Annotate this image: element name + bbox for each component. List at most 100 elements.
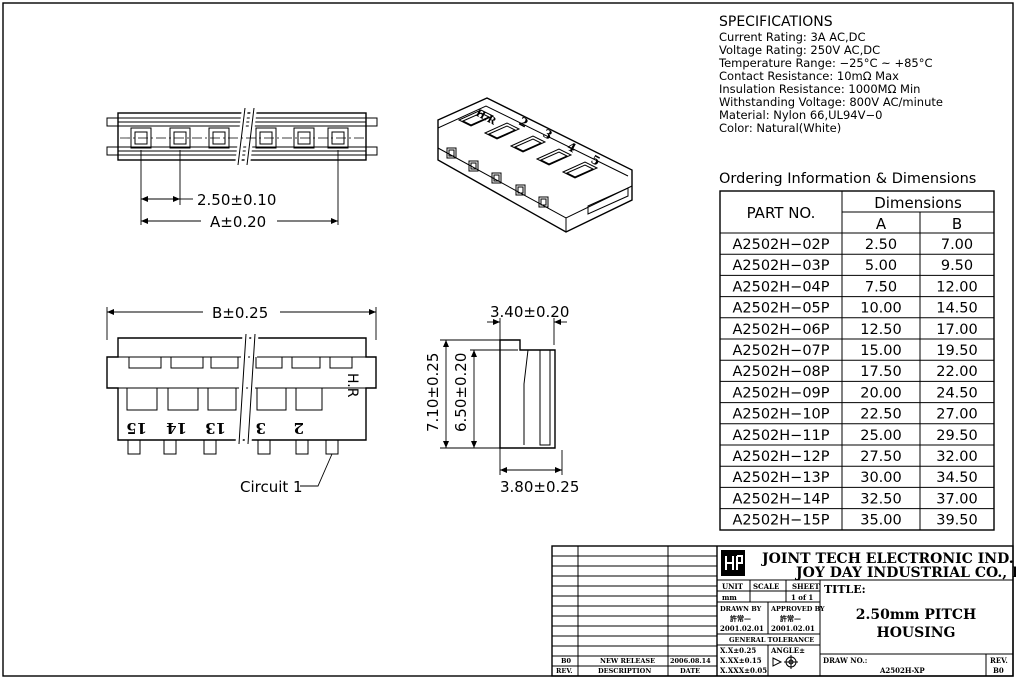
ordering-heading: Ordering Information & Dimensions xyxy=(719,171,976,187)
spec-line: Temperature Range: −25°C ~ +85°C xyxy=(718,56,933,70)
drawing-title-line2: HOUSING xyxy=(876,625,955,641)
drawn-by-label: DRAWN BY xyxy=(720,605,762,613)
table-cell-part: A2502H−08P xyxy=(732,364,829,380)
specifications-block: SPECIFICATIONS Current Rating: 3A AC,DC … xyxy=(718,14,943,135)
table-cell-part: A2502H−12P xyxy=(732,449,829,465)
drawn-date: 2001.02.01 xyxy=(720,624,764,633)
table-cell-part: A2502H−13P xyxy=(732,470,829,486)
iso-label-3: 3 xyxy=(541,126,555,142)
table-cell-b: 39.50 xyxy=(936,513,978,529)
table-cell-a: 5.00 xyxy=(865,258,897,274)
revision-header-date: DATE xyxy=(680,667,700,675)
b-dimension: B±0.25 xyxy=(212,304,268,322)
unit-label: UNIT xyxy=(722,582,744,591)
approved-date: 2001.02.01 xyxy=(771,624,815,633)
col-a: A xyxy=(876,215,887,233)
pin-label-3: 3 xyxy=(256,419,266,437)
table-cell-b: 14.50 xyxy=(936,301,978,317)
col-dimensions: Dimensions xyxy=(874,194,962,212)
table-cell-b: 19.50 xyxy=(936,343,978,359)
side-view xyxy=(440,318,567,475)
bottom-dimension: 3.80±0.25 xyxy=(500,478,579,496)
top-view xyxy=(106,107,378,225)
scale-label: SCALE xyxy=(753,582,779,591)
inner-height-dimension: 6.50±0.20 xyxy=(452,353,470,432)
sheet-label: SHEET xyxy=(792,582,820,591)
isometric-view xyxy=(437,97,633,233)
tolerance-label: GENERAL TOLERANCE xyxy=(729,636,814,644)
total-height-dimension: 7.10±0.25 xyxy=(424,353,442,432)
table-cell-a: 30.00 xyxy=(860,470,902,486)
spec-line: Insulation Resistance: 1000MΩ Min xyxy=(719,82,920,96)
title-label: TITLE: xyxy=(824,583,866,596)
table-cell-b: 34.50 xyxy=(936,470,978,486)
company-name-2: JOY DAY INDUSTRIAL CO., LTD. xyxy=(794,565,1016,581)
hr-mark: H.R xyxy=(344,373,360,398)
pin-label-15: 15 xyxy=(126,419,147,437)
revision-header-rev: REV. xyxy=(556,667,573,675)
table-cell-part: A2502H−07P xyxy=(732,343,829,359)
table-cell-a: 32.50 xyxy=(860,491,902,507)
sheet-value: 1 of 1 xyxy=(791,593,813,602)
approved-by-name: 許常— xyxy=(780,614,801,623)
table-cell-part: A2502H−06P xyxy=(732,322,829,338)
table-cell-a: 27.50 xyxy=(860,449,902,465)
pin-label-13: 13 xyxy=(205,419,226,437)
depth-dimension: 3.40±0.20 xyxy=(490,303,569,321)
table-cell-b: 12.00 xyxy=(936,279,978,295)
table-cell-a: 7.50 xyxy=(865,279,897,295)
company-name-1: JOINT TECH ELECTRONIC IND. CO., LTD. xyxy=(760,551,1016,567)
spec-line: Voltage Rating: 250V AC,DC xyxy=(719,43,880,57)
spec-line: Color: Natural(White) xyxy=(719,121,841,135)
table-cell-a: 2.50 xyxy=(865,237,897,253)
table-cell-a: 35.00 xyxy=(860,513,902,529)
draw-no-label: DRAW NO.: xyxy=(823,656,867,665)
approved-by-label: APPROVED BY xyxy=(770,605,825,613)
spec-heading: SPECIFICATIONS xyxy=(719,14,833,30)
table-cell-b: 37.00 xyxy=(936,491,978,507)
angle-label: ANGLE± xyxy=(770,646,805,655)
table-cell-part: A2502H−11P xyxy=(732,428,829,444)
table-cell-b: 27.00 xyxy=(936,407,978,423)
table-cell-b: 17.00 xyxy=(936,322,978,338)
table-cell-a: 12.50 xyxy=(860,322,902,338)
pin-label-14: 14 xyxy=(166,419,187,437)
table-cell-a: 17.50 xyxy=(860,364,902,380)
spec-line: Withstanding Voltage: 800V AC/minute xyxy=(719,95,943,109)
table-cell-part: A2502H−03P xyxy=(732,258,829,274)
rev-label: REV. xyxy=(990,656,1008,665)
draw-no-value: A2502H-XP xyxy=(879,666,925,675)
table-cell-a: 25.00 xyxy=(860,428,902,444)
table-cell-b: 22.00 xyxy=(936,364,978,380)
spec-line: Contact Resistance: 10mΩ Max xyxy=(719,69,899,83)
table-cell-b: 32.00 xyxy=(936,449,978,465)
title-block xyxy=(551,545,1014,677)
col-part-no: PART NO. xyxy=(747,204,816,222)
table-cell-b: 9.50 xyxy=(941,258,973,274)
revision-entry-desc: NEW RELEASE xyxy=(600,657,655,665)
iso-label-hr: H.R xyxy=(474,108,499,128)
iso-label-5: 5 xyxy=(589,152,603,168)
revision-entry-date: 2006.08.14 xyxy=(670,657,711,665)
front-view xyxy=(106,307,377,487)
table-cell-part: A2502H−15P xyxy=(732,513,829,529)
table-cell-a: 10.00 xyxy=(860,301,902,317)
table-cell-part: A2502H−10P xyxy=(732,407,829,423)
pin-label-2: 2 xyxy=(294,419,304,437)
tolerance-3: X.XXX±0.05 xyxy=(720,666,767,675)
table-cell-part: A2502H−04P xyxy=(732,279,829,295)
table-cell-b: 24.50 xyxy=(936,385,978,401)
unit-value: mm xyxy=(722,593,737,602)
spec-line: Material: Nylon 66,UL94V−0 xyxy=(719,108,882,122)
revision-header-desc: DESCRIPTION xyxy=(598,667,651,675)
table-cell-a: 22.50 xyxy=(860,407,902,423)
revision-entry-rev: B0 xyxy=(561,657,571,665)
table-cell-a: 15.00 xyxy=(860,343,902,359)
drawn-by-name: 許常— xyxy=(730,614,751,623)
tolerance-2: X.XX±0.15 xyxy=(720,656,762,665)
table-cell-part: A2502H−02P xyxy=(732,237,829,253)
rev-value: B0 xyxy=(993,666,1004,675)
